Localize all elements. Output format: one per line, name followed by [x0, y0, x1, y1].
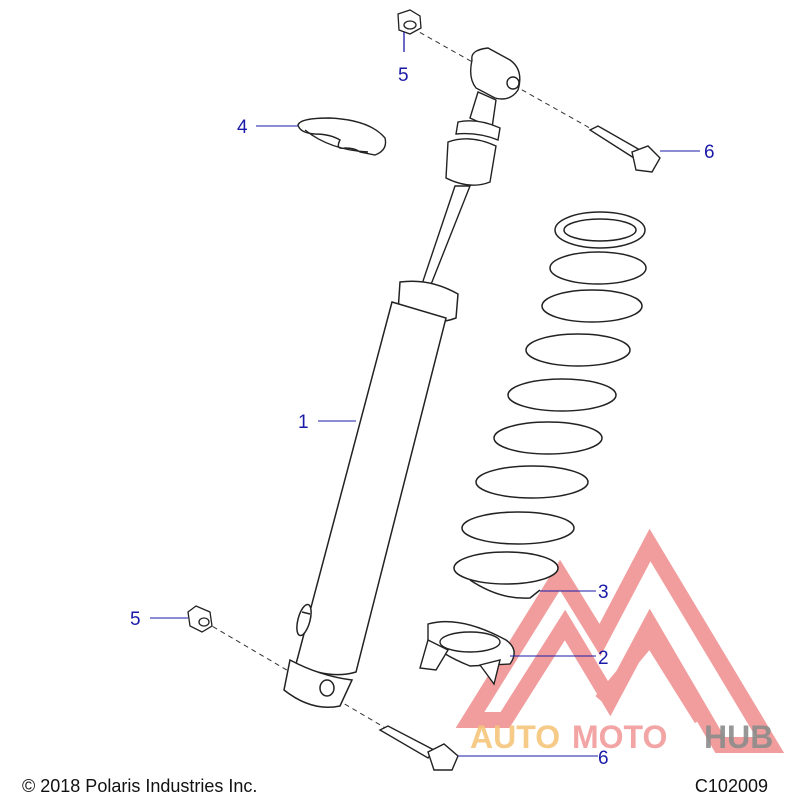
watermark-wordmark: AUTO MOTO HUB [470, 719, 773, 755]
part-6-top-bolt [588, 125, 661, 173]
leader-lines [150, 125, 700, 757]
shock-upper-assembly [419, 47, 521, 293]
callout-5-top: 5 [398, 65, 409, 86]
part-5-bottom-nut [187, 605, 213, 633]
part-1-shock-body [283, 280, 459, 708]
callout-3: 3 [598, 582, 609, 603]
figure-code: C102009 [694, 776, 768, 796]
part-6-bottom-bolt [378, 725, 459, 771]
watermark-inner-stroke [595, 629, 706, 724]
callout-6-bottom: 6 [598, 748, 609, 769]
callout-2: 2 [598, 648, 609, 669]
callout-4: 4 [237, 117, 248, 138]
part-2-spring-seat [419, 620, 515, 686]
watermark-word-moto: MOTO [572, 719, 667, 755]
watermark-triangle [455, 528, 785, 753]
watermark-logo [455, 528, 785, 753]
callout-5-bottom: 5 [130, 609, 141, 630]
callout-6-top: 6 [704, 142, 715, 163]
copyright-text: © 2018 Polaris Industries Inc. [22, 776, 258, 796]
part-3-coil-spring [453, 211, 647, 599]
part-5-top-nut [397, 9, 422, 52]
watermark-word-auto: AUTO [470, 719, 560, 755]
watermark-word-hub: HUB [704, 719, 773, 755]
callouts: 1 2 3 4 5 5 6 6 [130, 65, 715, 769]
callout-1: 1 [298, 412, 309, 433]
part-4-clip-washer [297, 117, 387, 156]
